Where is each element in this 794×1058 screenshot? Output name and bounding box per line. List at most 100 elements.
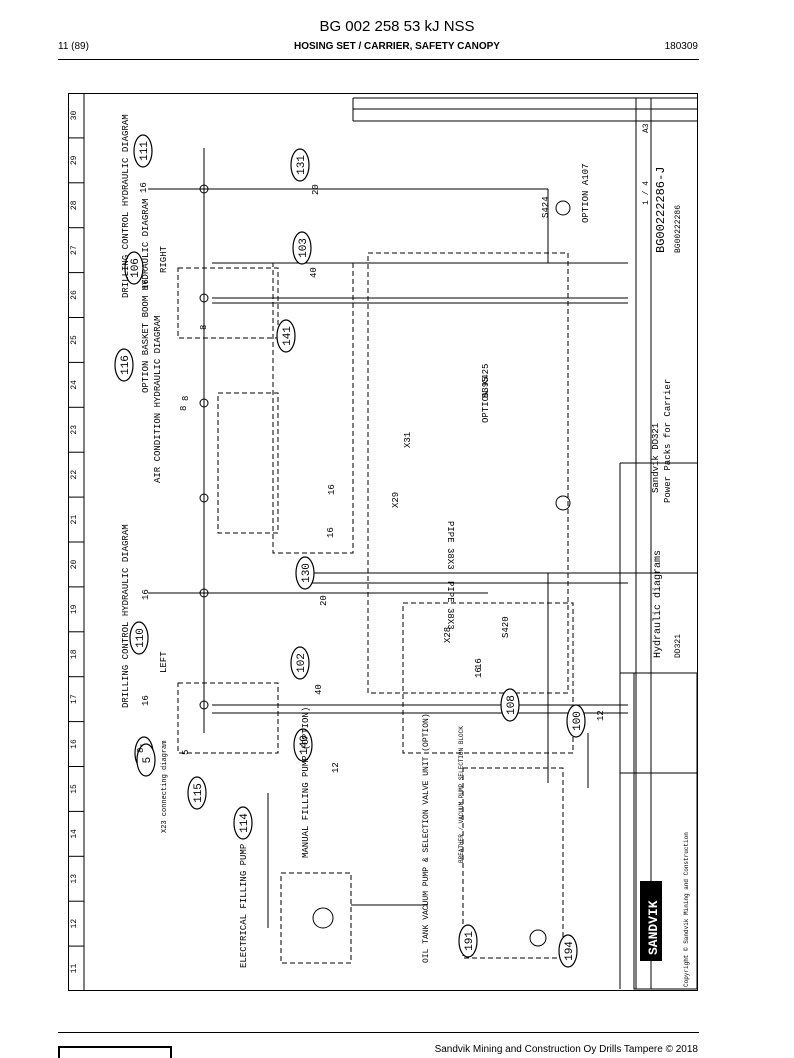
svg-text:116: 116 [120, 355, 132, 375]
hose-number: 40 [314, 684, 324, 695]
callout-194: 194 [558, 934, 578, 968]
callout-116: 116 [114, 348, 134, 382]
svg-text:141: 141 [282, 326, 294, 346]
svg-text:140: 140 [299, 735, 311, 755]
callout-100: 100 [566, 704, 586, 738]
border-number: 19 [70, 604, 79, 614]
callout-5: 5 [136, 743, 156, 777]
title-model: DD321 [674, 634, 683, 658]
header-doc-title: BG 002 258 53 kJ NSS [319, 18, 475, 35]
callout-106: 106 [124, 251, 144, 285]
svg-text:106: 106 [130, 258, 142, 278]
label-breather: BREATHER / VACUUM PUMP SELECTION BLOCK [458, 726, 465, 863]
hose-number: 16 [139, 182, 149, 193]
callout-114: 114 [233, 806, 253, 840]
schematic-lines [148, 148, 628, 964]
hose-number: 16 [141, 695, 151, 706]
drawing-frame [68, 93, 698, 991]
border-number: 17 [70, 694, 79, 704]
footer-company: Sandvik Mining and Construction Oy Drill… [434, 1044, 698, 1055]
label-x23: X23 connecting diagram [161, 741, 169, 833]
callout-layer: 1111311061031161411301101021055115140114… [114, 134, 586, 968]
svg-text:115: 115 [193, 783, 205, 803]
border-number: 18 [70, 649, 79, 659]
callout-191: 191 [458, 924, 478, 958]
title-size: A3 [642, 123, 651, 133]
svg-text:130: 130 [301, 563, 313, 583]
callout-108: 108 [500, 688, 520, 722]
border-number: 12 [70, 919, 79, 929]
hose-number: 8 [179, 406, 189, 411]
title-copyright: Copyright © Sandvik Mining and Construct… [683, 832, 690, 987]
border-number: 26 [70, 290, 79, 300]
hose-number: 16 [141, 279, 151, 290]
callout-103: 103 [292, 231, 312, 265]
hose-number: 5 [181, 750, 191, 755]
label-right: RIGHT [159, 245, 169, 273]
title-company: Sandvik DD321 [651, 423, 661, 493]
header-doc-code: 180309 [664, 41, 698, 52]
hose-number: 16 [326, 527, 336, 538]
border-number: 15 [70, 784, 79, 794]
border-number: 14 [70, 829, 79, 839]
label-left: LEFT [159, 651, 169, 673]
label-x29: X29 [391, 492, 401, 508]
callout-102: 102 [290, 646, 310, 680]
title-drawing-number: BG00222286-J [654, 167, 668, 253]
hose-number: 16 [474, 667, 484, 678]
callout-115: 115 [187, 776, 207, 810]
header-rule [58, 59, 699, 60]
hose-number: 12 [331, 762, 341, 773]
header-section: HOSING SET / CARRIER, SAFETY CANOPY [294, 41, 500, 52]
border-number: 22 [70, 470, 79, 480]
label-option-k425: OPTION K425 [481, 364, 491, 423]
border-number: 23 [70, 425, 79, 435]
border-number: 29 [70, 155, 79, 165]
svg-text:103: 103 [298, 238, 310, 258]
svg-text:100: 100 [572, 711, 584, 731]
svg-text:191: 191 [464, 931, 476, 951]
svg-text:5: 5 [142, 757, 154, 764]
hydraulic-diagram: 1112131415161718192021222324252627282930… [68, 93, 698, 991]
label-s420: S420 [501, 616, 511, 638]
label-drilling-control-left: DRILLING CONTROL HYDRAULIC DIAGRAM [121, 524, 131, 708]
header-page-number: 11 (89) [58, 41, 89, 52]
diagram-labels: DRILLING CONTROL HYDRAULIC DIAGRAM RIGHT… [121, 114, 591, 968]
hose-number: 12 [596, 710, 606, 721]
label-s395: S395 [481, 376, 491, 398]
border-number: 30 [70, 110, 79, 120]
title-subtitle: Power Packs for Carrier [663, 379, 673, 503]
label-manual-pump: MANUAL FILLING PUMP (OPTION) [301, 707, 311, 858]
hose-number: 8 [199, 325, 209, 330]
title-brand: SANDVIK [646, 900, 661, 955]
label-pipe-1: PIPE 38X3 [445, 521, 455, 570]
callout-130: 130 [295, 556, 315, 590]
border-number: 20 [70, 559, 79, 569]
label-drilling-control-right: DRILLING CONTROL HYDRAULIC DIAGRAM [121, 114, 131, 298]
svg-text:111: 111 [139, 141, 151, 161]
svg-text:131: 131 [296, 155, 308, 175]
border-number: 11 [70, 964, 79, 974]
callout-110: 110 [129, 621, 149, 655]
label-x31: X31 [403, 432, 413, 448]
hose-number: 40 [309, 267, 319, 278]
label-vacuum-unit: OIL TANK VACUUM PUMP & SELECTION VALVE U… [422, 713, 431, 963]
hose-number: 8 [136, 748, 146, 753]
hose-number: 16 [141, 589, 151, 600]
border-number: 24 [70, 380, 79, 390]
title-block: SANDVIK Copyright © Sandvik Mining and C… [352, 97, 698, 990]
callout-141: 141 [276, 319, 296, 353]
hose-number: 20 [319, 595, 329, 606]
label-basket-boom: OPTION BASKET BOOM HYDRAULIC DIAGRAM [141, 199, 151, 393]
callout-140: 140 [293, 728, 313, 762]
hose-number: 16 [327, 484, 337, 495]
footer-rule [58, 1032, 699, 1033]
label-option-a107: OPTION A107 [581, 164, 591, 223]
hose-number: 16 [474, 658, 484, 669]
label-s424: S424 [541, 196, 551, 218]
title-ref: BG00222286 [674, 205, 683, 253]
hose-number: 20 [311, 184, 321, 195]
border-number: 16 [70, 739, 79, 749]
